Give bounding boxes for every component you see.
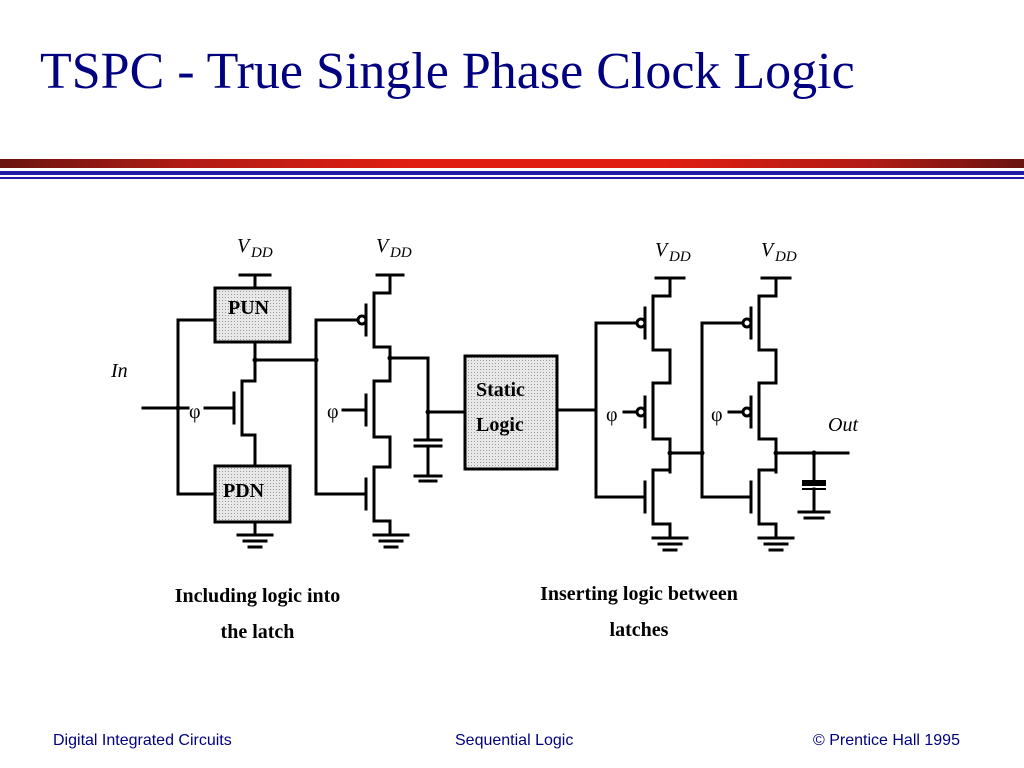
static-logic-block [463, 354, 559, 471]
title-rule-red [0, 159, 1024, 168]
slide-title: TSPC - True Single Phase Clock Logic [40, 43, 855, 100]
vdd-label-4: V DD [761, 239, 797, 265]
third-latch-stage [594, 276, 704, 552]
pun-label: PUN [228, 297, 270, 319]
junction-dots [175, 355, 817, 456]
pun-block [213, 286, 292, 344]
svg-text:DD: DD [389, 245, 412, 261]
input-label: In [110, 360, 128, 382]
static-logic-label-1: Static [476, 379, 525, 401]
clock-phi-2: φ [327, 401, 339, 423]
footer-course: Digital Integrated Circuits [53, 732, 232, 749]
vdd-label-3: V DD [655, 239, 691, 265]
footer-copyright: © Prentice Hall 1995 [813, 732, 960, 749]
svg-text:V: V [655, 239, 670, 261]
vdd-label-2: V DD [376, 235, 412, 261]
pdn-block [213, 464, 292, 524]
right-caption-line-1: Inserting logic between [540, 583, 738, 605]
pmos-bubbles [356, 314, 753, 418]
static-logic-label-2: Logic [476, 414, 524, 436]
title-rule-blue [0, 171, 1024, 175]
svg-text:DD: DD [250, 245, 273, 261]
title-rule-blue-thin [0, 177, 1024, 179]
output-label: Out [828, 414, 858, 436]
right-caption: Inserting logic between latches [508, 576, 770, 648]
clock-phi-3: φ [606, 404, 618, 426]
clock-phi-1: φ [189, 401, 201, 423]
pdn-label: PDN [223, 480, 265, 502]
vdd-label-1: V DD [237, 235, 273, 261]
left-caption-line-2: the latch [220, 621, 295, 643]
svg-text:V: V [761, 239, 776, 261]
svg-text:DD: DD [774, 249, 797, 265]
second-latch-stage [314, 273, 467, 549]
footer-topic: Sequential Logic [455, 732, 574, 749]
right-caption-line-2: latches [609, 619, 669, 641]
left-caption: Including logic into the latch [140, 578, 375, 650]
svg-text:DD: DD [668, 249, 691, 265]
svg-text:V: V [237, 235, 252, 257]
fourth-latch-stage [700, 276, 850, 552]
output-capacitor [802, 480, 826, 490]
left-caption-line-1: Including logic into [174, 585, 341, 607]
svg-text:V: V [376, 235, 391, 257]
clock-phi-4: φ [711, 404, 723, 426]
